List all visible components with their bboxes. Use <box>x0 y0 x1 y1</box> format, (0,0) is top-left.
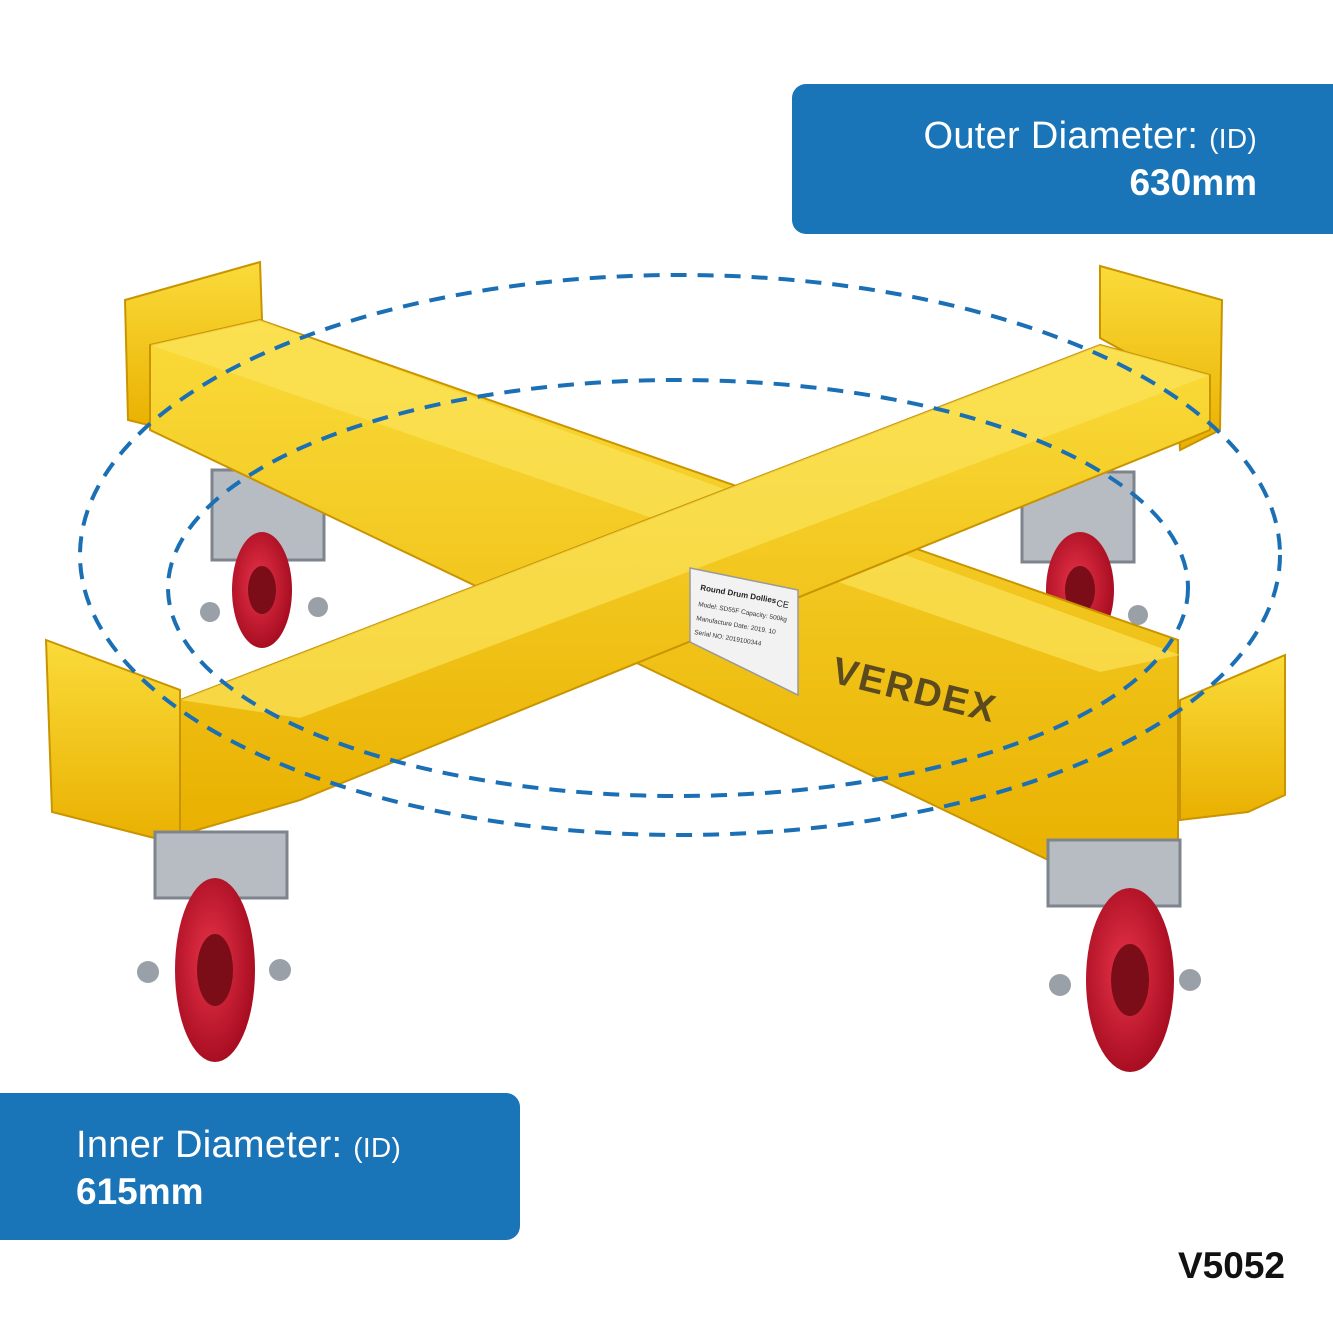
product-label: Round Drum Dollies CE Model: SD55F Capac… <box>689 567 799 697</box>
outer-diameter-ring <box>78 273 1282 837</box>
inner-diameter-value: 615mm <box>76 1171 204 1212</box>
inner-diameter-ring <box>166 378 1190 798</box>
inner-diameter-label-line: Inner Diameter: (ID) <box>76 1123 520 1170</box>
end-plate-front-right <box>1179 653 1286 822</box>
caster-front-right <box>1046 838 1201 1072</box>
outer-diameter-unit: (ID) <box>1209 123 1257 154</box>
outer-diameter-panel: Outer Diameter: (ID) 630mm <box>792 84 1333 234</box>
inner-diameter-panel: Inner Diameter: (ID) 615mm <box>0 1093 520 1240</box>
end-plate-front-left <box>44 638 181 847</box>
outer-diameter-label: Outer Diameter: <box>923 115 1199 157</box>
outer-diameter-value: 630mm <box>1129 162 1257 203</box>
product-sku: V5052 <box>1178 1245 1285 1286</box>
outer-diameter-label-line: Outer Diameter: (ID) <box>792 114 1257 161</box>
inner-diameter-unit: (ID) <box>353 1132 402 1163</box>
product-label-mark: CE <box>776 598 790 610</box>
caster-front-left <box>137 830 291 1062</box>
inner-diameter-label: Inner Diameter: <box>76 1124 343 1166</box>
